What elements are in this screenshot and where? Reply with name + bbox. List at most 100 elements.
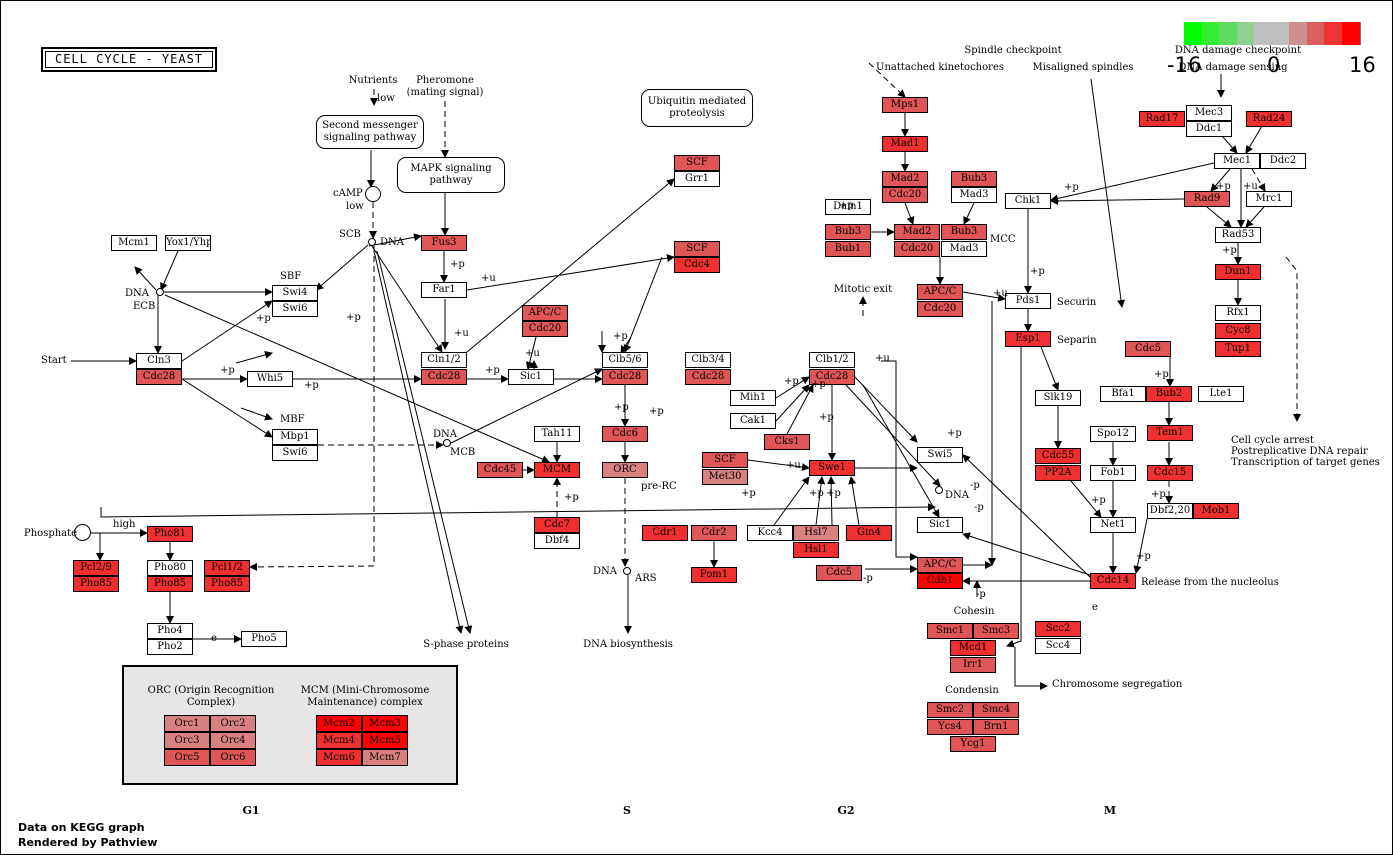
gene-node-clb5-6[interactable]: Clb5/6 bbox=[602, 352, 648, 368]
gene-node-cdc20[interactable]: Cdc20 bbox=[522, 321, 568, 337]
gene-node-tah11[interactable]: Tah11 bbox=[534, 426, 580, 442]
gene-node-mcd1[interactable]: Mcd1 bbox=[950, 640, 996, 656]
gene-node-smc3[interactable]: Smc3 bbox=[973, 623, 1019, 639]
gene-node-pho4[interactable]: Pho4 bbox=[147, 623, 193, 639]
gene-node-pho85[interactable]: Pho85 bbox=[204, 576, 250, 592]
gene-node-mcm5[interactable]: Mcm5 bbox=[362, 732, 408, 749]
gene-node-bub3[interactable]: Bub3 bbox=[951, 171, 997, 187]
gene-node-orc4[interactable]: Orc4 bbox=[210, 732, 256, 749]
gene-node-pho2[interactable]: Pho2 bbox=[147, 639, 193, 655]
gene-node-mcm1[interactable]: Mcm1 bbox=[111, 235, 157, 251]
gene-node-ycg1[interactable]: Ycg1 bbox=[950, 736, 996, 752]
gene-node-pds1[interactable]: Pds1 bbox=[1005, 293, 1051, 309]
gene-node-met30[interactable]: Met30 bbox=[702, 469, 748, 485]
gene-node-cdc5[interactable]: Cdc5 bbox=[816, 565, 862, 581]
gene-node-cdc14[interactable]: Cdc14 bbox=[1090, 573, 1136, 589]
gene-node-swi4[interactable]: Swi4 bbox=[272, 285, 318, 301]
gene-node-rad53[interactable]: Rad53 bbox=[1215, 227, 1261, 243]
gene-node-net1[interactable]: Net1 bbox=[1090, 517, 1136, 533]
gene-node-dbf4[interactable]: Dbf4 bbox=[534, 533, 580, 549]
gene-node-pho5[interactable]: Pho5 bbox=[241, 631, 287, 647]
gene-node-rad17[interactable]: Rad17 bbox=[1139, 111, 1185, 127]
gene-node-hsl1[interactable]: Hsl1 bbox=[793, 542, 839, 558]
gene-node-lte1[interactable]: Lte1 bbox=[1198, 386, 1244, 402]
gene-node-bub3[interactable]: Bub3 bbox=[941, 224, 987, 240]
gene-node-mcm[interactable]: MCM bbox=[534, 462, 580, 478]
gene-node-mad1[interactable]: Mad1 bbox=[882, 136, 928, 152]
gene-node-cyc8[interactable]: Cyc8 bbox=[1215, 323, 1261, 339]
gene-node-swi5[interactable]: Swi5 bbox=[917, 447, 963, 463]
gene-node-apc-c[interactable]: APC/C bbox=[917, 557, 963, 573]
gene-node-spo12[interactable]: Spo12 bbox=[1090, 426, 1136, 442]
gene-node-grr1[interactable]: Grr1 bbox=[674, 171, 720, 187]
gene-node-bub3[interactable]: Bub3 bbox=[825, 224, 871, 240]
gene-node-irr1[interactable]: Irr1 bbox=[950, 657, 996, 673]
pathway-mapk-signaling[interactable]: MAPK signaling pathway bbox=[397, 157, 505, 193]
gene-node-orc3[interactable]: Orc3 bbox=[164, 732, 210, 749]
gene-node-rad24[interactable]: Rad24 bbox=[1246, 111, 1292, 127]
gene-node-orc2[interactable]: Orc2 bbox=[210, 715, 256, 732]
gene-node-cks1[interactable]: Cks1 bbox=[764, 434, 810, 450]
gene-node-mad2[interactable]: Mad2 bbox=[894, 224, 940, 240]
gene-node-cdh1[interactable]: Cdh1 bbox=[917, 573, 963, 589]
gene-node-cln1-2[interactable]: Cln1/2 bbox=[421, 352, 467, 368]
gene-node-cdr2[interactable]: Cdr2 bbox=[691, 525, 737, 541]
gene-node-bfa1[interactable]: Bfa1 bbox=[1100, 386, 1146, 402]
gene-node-cdc5[interactable]: Cdc5 bbox=[1125, 341, 1171, 357]
gene-node-dbf2-20[interactable]: Dbf2,20 bbox=[1147, 503, 1193, 519]
gene-node-smc2[interactable]: Smc2 bbox=[927, 702, 973, 718]
gene-node-smc4[interactable]: Smc4 bbox=[973, 702, 1019, 718]
gene-node-rfx1[interactable]: Rfx1 bbox=[1215, 305, 1261, 321]
gene-node-mec3[interactable]: Mec3 bbox=[1186, 105, 1232, 121]
gene-node-cdc4[interactable]: Cdc4 bbox=[674, 257, 720, 273]
gene-node-scc4[interactable]: Scc4 bbox=[1035, 638, 1081, 654]
gene-node-cdc28[interactable]: Cdc28 bbox=[602, 369, 648, 385]
gene-node-cdc6[interactable]: Cdc6 bbox=[602, 426, 648, 442]
gene-node-chk1[interactable]: Chk1 bbox=[1005, 193, 1051, 209]
gene-node-cdc28[interactable]: Cdc28 bbox=[421, 369, 467, 385]
gene-node-cln3[interactable]: Cln3 bbox=[136, 353, 182, 369]
gene-node-dun1[interactable]: Dun1 bbox=[1215, 264, 1261, 280]
gene-node-cdr1[interactable]: Cdr1 bbox=[642, 525, 688, 541]
gene-node-tem1[interactable]: Tem1 bbox=[1147, 425, 1193, 441]
gene-node-sic1[interactable]: Sic1 bbox=[917, 517, 963, 533]
gene-node-hsl7[interactable]: Hsl7 bbox=[793, 525, 839, 541]
gene-node-swi6[interactable]: Swi6 bbox=[272, 301, 318, 317]
gene-node-cdc28[interactable]: Cdc28 bbox=[685, 369, 731, 385]
gene-node-esp1[interactable]: Esp1 bbox=[1005, 331, 1051, 347]
gene-node-far1[interactable]: Far1 bbox=[421, 282, 467, 298]
gene-node-dam1[interactable]: Dam1 bbox=[825, 199, 871, 215]
gene-node-whi5[interactable]: Whi5 bbox=[247, 371, 293, 387]
gene-node-scf[interactable]: SCF bbox=[674, 155, 720, 171]
gene-node-orc[interactable]: ORC bbox=[602, 462, 648, 478]
gene-node-apc-c[interactable]: APC/C bbox=[917, 284, 963, 300]
gene-node-scf[interactable]: SCF bbox=[702, 452, 748, 468]
gene-node-mrc1[interactable]: Mrc1 bbox=[1246, 191, 1292, 207]
gene-node-cdc20[interactable]: Cdc20 bbox=[882, 187, 928, 203]
gene-node-ycs4[interactable]: Ycs4 bbox=[927, 719, 973, 735]
gene-node-tup1[interactable]: Tup1 bbox=[1215, 341, 1261, 357]
gene-node-clb3-4[interactable]: Clb3/4 bbox=[685, 352, 731, 368]
gene-node-pom1[interactable]: Pom1 bbox=[691, 567, 737, 583]
gene-node-orc5[interactable]: Orc5 bbox=[164, 749, 210, 766]
gene-node-pho80[interactable]: Pho80 bbox=[147, 560, 193, 576]
gene-node-bub1[interactable]: Bub1 bbox=[825, 241, 871, 257]
gene-node-cdc20[interactable]: Cdc20 bbox=[917, 301, 963, 317]
gene-node-swi6[interactable]: Swi6 bbox=[272, 445, 318, 461]
gene-node-ddc2[interactable]: Ddc2 bbox=[1260, 153, 1306, 169]
gene-node-pcl1-2[interactable]: Pcl1/2 bbox=[204, 560, 250, 576]
gene-node-yox1-yhp1[interactable]: Yox1/Yhp1 bbox=[165, 235, 211, 251]
gene-node-gin4[interactable]: Gin4 bbox=[846, 525, 892, 541]
gene-node-mcm3[interactable]: Mcm3 bbox=[362, 715, 408, 732]
gene-node-slk19[interactable]: Slk19 bbox=[1035, 390, 1081, 406]
gene-node-mps1[interactable]: Mps1 bbox=[882, 97, 928, 113]
gene-node-scf[interactable]: SCF bbox=[674, 241, 720, 257]
gene-node-rad9[interactable]: Rad9 bbox=[1184, 191, 1230, 207]
gene-node-fob1[interactable]: Fob1 bbox=[1090, 465, 1136, 481]
gene-node-clb1-2[interactable]: Clb1/2 bbox=[809, 352, 855, 368]
gene-node-brn1[interactable]: Brn1 bbox=[973, 719, 1019, 735]
gene-node-mcm2[interactable]: Mcm2 bbox=[316, 715, 362, 732]
gene-node-mad3[interactable]: Mad3 bbox=[941, 241, 987, 257]
gene-node-pho85[interactable]: Pho85 bbox=[73, 576, 119, 592]
gene-node-cak1[interactable]: Cak1 bbox=[730, 413, 776, 429]
